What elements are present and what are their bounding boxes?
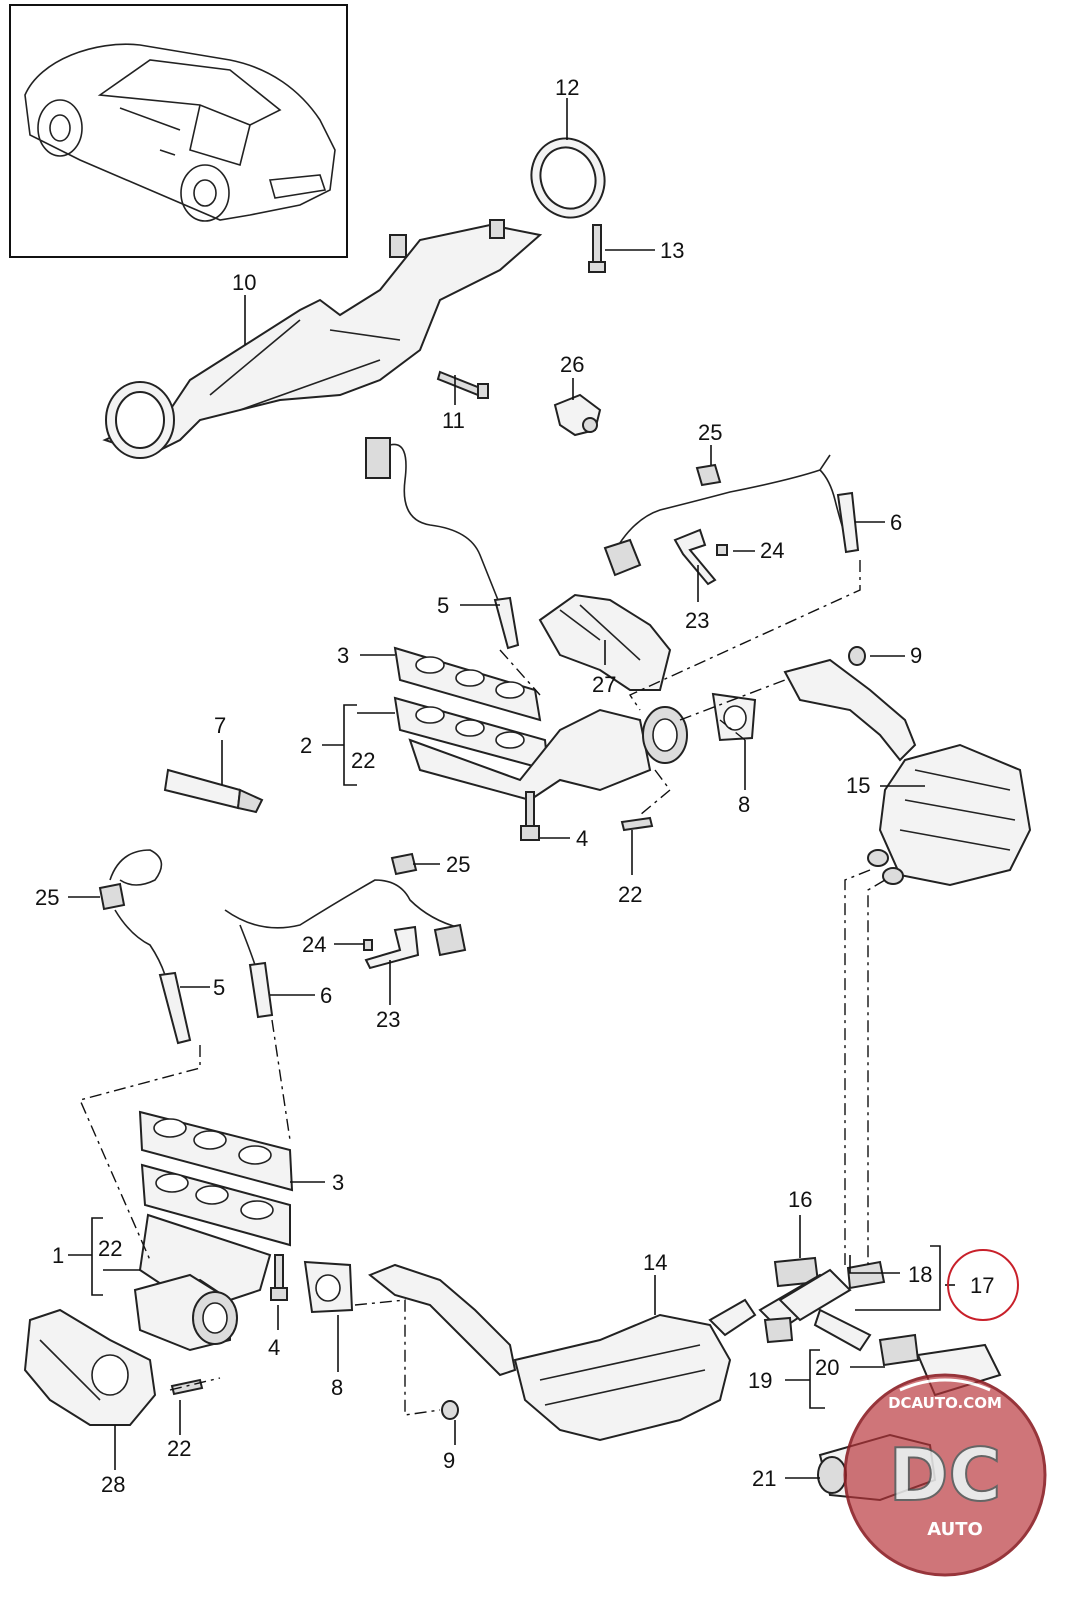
nut-part (848, 646, 866, 666)
callout-22-upper: 22 (351, 748, 375, 773)
callout-21: 21 (752, 1466, 776, 1491)
callout-4-upper: 4 (576, 826, 588, 851)
paste-tube-part (163, 768, 264, 814)
callout-8-upper: 8 (738, 792, 750, 817)
callout-25-lower: 25 (35, 885, 59, 910)
bolt-part (588, 224, 606, 273)
highlight-circle (947, 1249, 1019, 1321)
callout-13: 13 (660, 238, 684, 263)
callout-16: 16 (788, 1187, 812, 1212)
oxygen-sensor-part (224, 879, 467, 1019)
clip-part (695, 463, 722, 487)
callout-26: 26 (560, 352, 584, 377)
callout-9-lower: 9 (443, 1448, 455, 1473)
bracket-assembly-part (102, 219, 543, 459)
callout-8-lower: 8 (331, 1375, 343, 1400)
oxygen-sensor-part (365, 437, 520, 650)
callout-18: 18 (908, 1262, 932, 1287)
callout-12: 12 (555, 75, 579, 100)
callout-9-upper: 9 (910, 643, 922, 668)
dcauto-logo-icon: DCAUTO.COM DC AUTO (843, 1373, 1047, 1577)
callout-leaders (68, 98, 955, 1479)
exhaust-manifold-part (133, 1110, 294, 1352)
callout-24-upper: 24 (760, 538, 784, 563)
sensor-bracket-part (553, 393, 602, 437)
callout-2: 2 (300, 733, 312, 758)
callout-3-upper: 3 (337, 643, 349, 668)
callout-23-lower: 23 (376, 1007, 400, 1032)
callout-22-lower-a: 22 (98, 1236, 122, 1261)
gasket-part (711, 692, 757, 742)
callout-27: 27 (592, 672, 616, 697)
callout-15: 15 (846, 773, 870, 798)
callout-22-mid: 22 (618, 882, 642, 907)
gasket-part (303, 1260, 354, 1314)
oxygen-sensor-part (109, 849, 192, 1045)
callout-5-upper: 5 (437, 593, 449, 618)
bolt-part (520, 791, 540, 841)
watermark-sub: AUTO (927, 1519, 983, 1540)
main-muffler-part (368, 1263, 757, 1442)
callout-25-mid: 25 (446, 852, 470, 877)
callout-10: 10 (232, 270, 256, 295)
callout-25-upper: 25 (698, 420, 722, 445)
callout-19: 19 (748, 1368, 772, 1393)
bracket-part (363, 925, 420, 970)
callout-1: 1 (52, 1243, 64, 1268)
callout-5-lower: 5 (213, 975, 225, 1000)
bolt-part (170, 1378, 204, 1396)
callout-labels: 12 13 10 11 26 25 6 24 23 5 27 3 9 2 22 … (35, 75, 994, 1497)
bolt-part (436, 370, 489, 399)
callout-28: 28 (101, 1472, 125, 1497)
bolt-part (620, 816, 654, 832)
muffler-part (783, 658, 1032, 887)
callout-14: 14 (643, 1250, 667, 1275)
bolt-part (270, 1254, 288, 1301)
callout-24-lower: 24 (302, 932, 326, 957)
car-thumbnail-icon (9, 4, 348, 258)
callout-23-upper: 23 (685, 608, 709, 633)
bracket-part (673, 528, 728, 586)
callout-11: 11 (442, 408, 465, 433)
clip-part (98, 852, 418, 911)
callout-20: 20 (815, 1355, 839, 1380)
callout-4-lower: 4 (268, 1335, 280, 1360)
nut-part (441, 1400, 459, 1420)
exhaust-manifold-part (393, 646, 688, 802)
watermark-site: DCAUTO.COM (888, 1394, 1002, 1412)
heat-shield-part (23, 1308, 157, 1426)
callout-7: 7 (214, 713, 226, 738)
clamp-ring-part (530, 137, 606, 219)
callout-6-lower: 6 (320, 983, 332, 1008)
watermark-logo-letters: DC (889, 1433, 1002, 1517)
callout-6-upper: 6 (890, 510, 902, 535)
assembly-lines (79, 560, 886, 1416)
callout-3-lower: 3 (332, 1170, 344, 1195)
oxygen-sensor-part (603, 454, 860, 577)
callout-17: 17 (970, 1273, 994, 1298)
callout-22-lower-b: 22 (167, 1436, 191, 1461)
